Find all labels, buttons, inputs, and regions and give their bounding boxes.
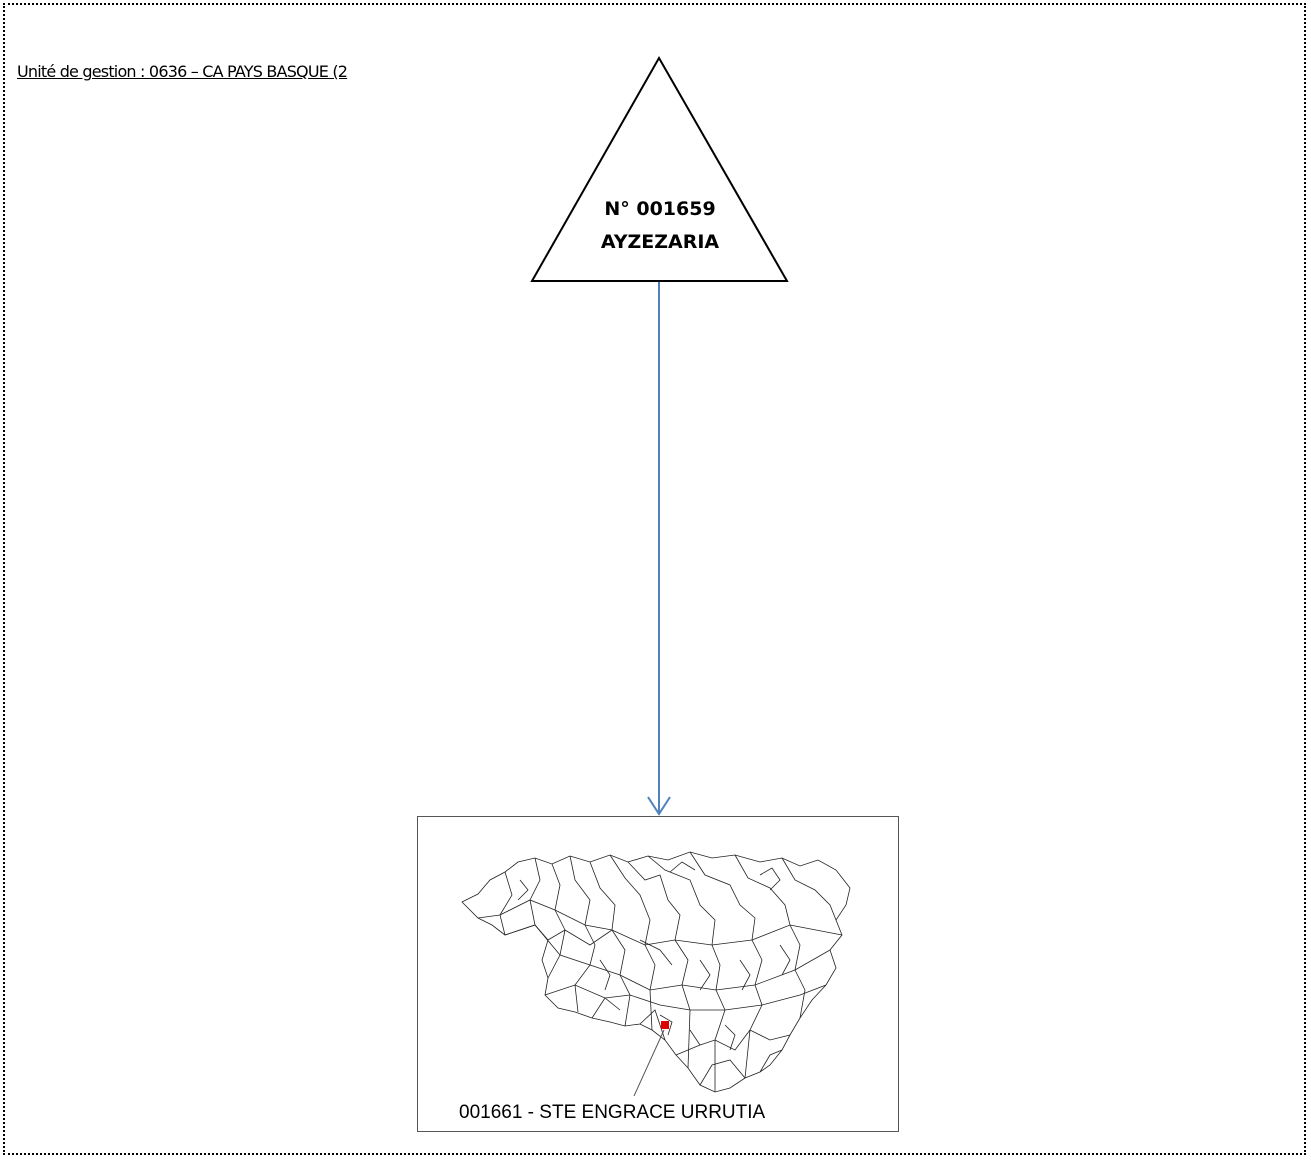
location-marker — [661, 1021, 669, 1029]
source-triangle-node — [530, 55, 789, 282]
commune-boundaries — [461, 851, 851, 1093]
marker-leader-line — [633, 1029, 665, 1097]
node-name: AYZEZARIA — [600, 231, 720, 253]
location-map — [417, 816, 899, 1132]
map-caption: 001661 - STE ENGRACE URRUTIA — [459, 1102, 766, 1123]
page-frame — [3, 3, 1306, 1155]
management-unit-header: Unité de gestion : 0636 – CA PAYS BASQUE… — [17, 62, 348, 81]
connector-arrow-head — [647, 796, 671, 816]
node-number: N° 001659 — [604, 198, 716, 220]
